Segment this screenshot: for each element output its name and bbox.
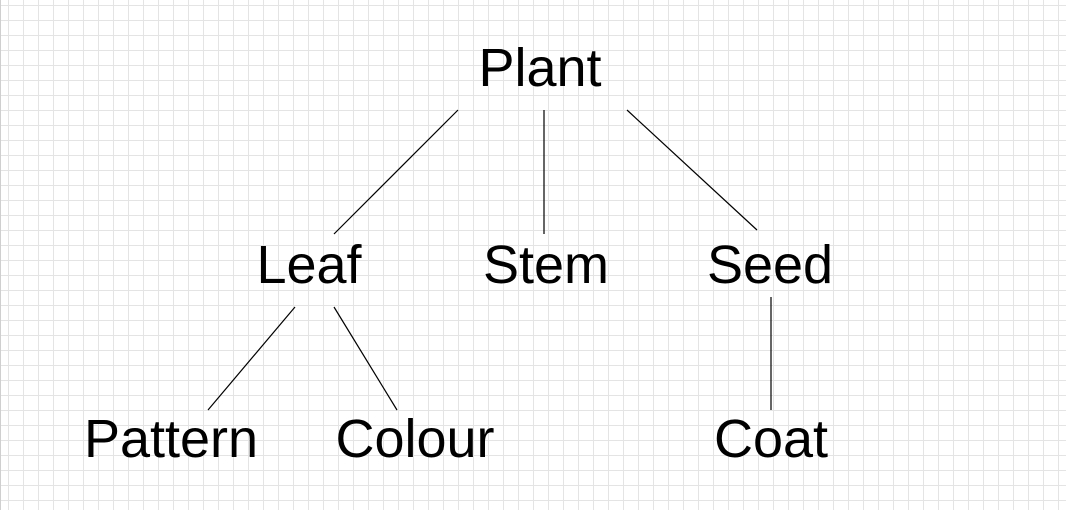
node-pattern[interactable]: Pattern xyxy=(83,409,259,469)
node-leaf[interactable]: Leaf xyxy=(256,235,362,295)
edge-plant-leaf xyxy=(333,109,459,235)
edge-leaf-pattern xyxy=(207,306,296,411)
node-stem[interactable]: Stem xyxy=(482,235,610,295)
node-coat[interactable]: Coat xyxy=(713,409,829,469)
node-colour[interactable]: Colour xyxy=(335,409,495,469)
edge-leaf-colour xyxy=(333,306,398,411)
edge-plant-seed xyxy=(626,109,758,231)
node-seed[interactable]: Seed xyxy=(706,235,834,295)
node-plant[interactable]: Plant xyxy=(478,38,602,98)
